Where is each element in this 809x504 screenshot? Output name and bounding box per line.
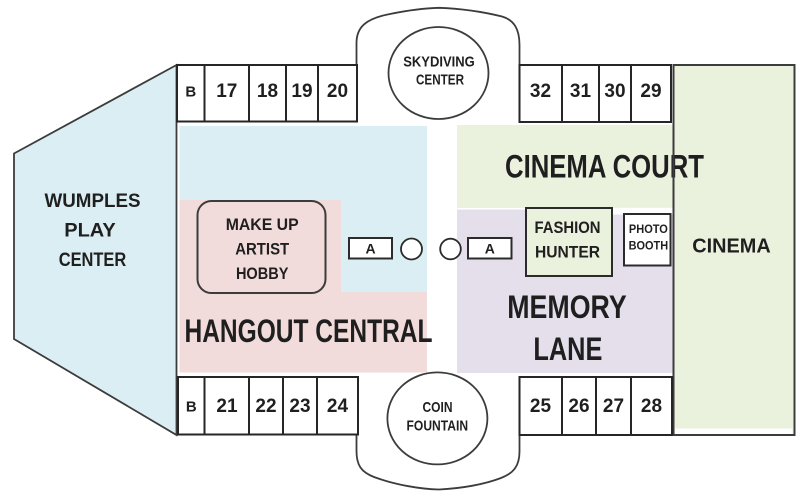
svg-text:FOUNTAIN: FOUNTAIN — [407, 418, 469, 435]
svg-text:32: 32 — [530, 81, 551, 102]
svg-text:CENTER: CENTER — [59, 249, 127, 271]
svg-text:31: 31 — [570, 81, 592, 102]
svg-text:HOBBY: HOBBY — [236, 265, 289, 283]
svg-text:PHOTO: PHOTO — [629, 224, 668, 236]
svg-text:CENTER: CENTER — [416, 71, 464, 88]
svg-text:WUMPLES: WUMPLES — [45, 190, 141, 212]
svg-text:HANGOUT CENTRAL: HANGOUT CENTRAL — [185, 313, 433, 349]
svg-text:22: 22 — [255, 396, 276, 417]
svg-text:COIN: COIN — [423, 399, 453, 416]
svg-text:29: 29 — [640, 81, 661, 102]
svg-text:27: 27 — [603, 396, 624, 417]
svg-text:21: 21 — [216, 396, 238, 417]
svg-text:CINEMA: CINEMA — [692, 235, 771, 258]
svg-text:A: A — [485, 241, 495, 257]
svg-text:CINEMA COURT: CINEMA COURT — [505, 148, 704, 184]
svg-text:HUNTER: HUNTER — [535, 244, 600, 262]
svg-text:SKYDIVING: SKYDIVING — [403, 54, 475, 71]
svg-text:MEMORY: MEMORY — [507, 289, 627, 325]
svg-text:B: B — [186, 399, 197, 416]
svg-text:ARTIST: ARTIST — [235, 241, 289, 259]
svg-text:MAKE UP: MAKE UP — [226, 216, 299, 234]
svg-text:23: 23 — [289, 396, 310, 417]
svg-text:A: A — [365, 241, 375, 257]
svg-text:18: 18 — [257, 81, 278, 102]
svg-text:19: 19 — [291, 81, 312, 102]
svg-text:BOOTH: BOOTH — [629, 241, 669, 253]
svg-text:PLAY: PLAY — [64, 220, 116, 242]
svg-text:25: 25 — [530, 396, 552, 417]
svg-text:26: 26 — [568, 396, 589, 417]
svg-text:FASHION: FASHION — [535, 219, 601, 237]
svg-text:30: 30 — [604, 81, 625, 102]
svg-text:24: 24 — [327, 396, 349, 417]
svg-text:20: 20 — [327, 81, 348, 102]
svg-text:LANE: LANE — [533, 331, 602, 367]
svg-text:B: B — [185, 83, 196, 100]
svg-text:17: 17 — [216, 81, 237, 102]
svg-text:28: 28 — [641, 396, 662, 417]
